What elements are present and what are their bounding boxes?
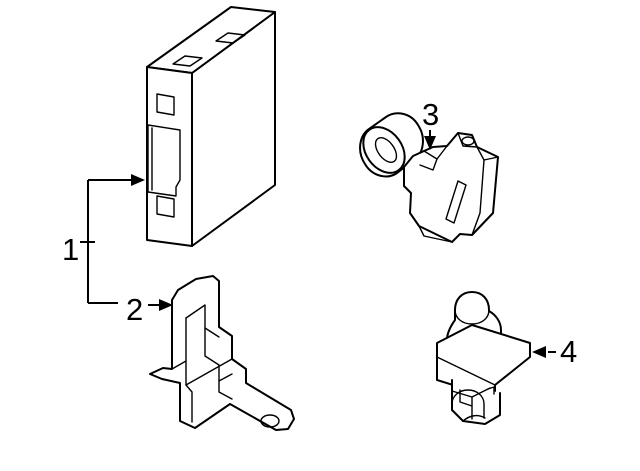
bracket-flange-fold-left (185, 317, 193, 423)
bracket-inner-step (218, 380, 233, 400)
callout-label-1: 1 (62, 232, 79, 267)
switch-underside-nub (451, 389, 485, 419)
antenna-side-edge (471, 159, 485, 236)
callout-1-leader (80, 174, 145, 304)
part-push-button-switch (436, 291, 531, 425)
switch-body-notch-right (487, 386, 495, 395)
bracket-edge-notch (171, 360, 187, 370)
antenna-lower-corner (409, 212, 420, 227)
callout-1-leader-line (80, 179, 143, 304)
module-slot-lower (156, 195, 175, 218)
part-control-module (146, 6, 276, 247)
antenna-face-slot (445, 180, 467, 224)
switch-flange-plate (436, 324, 531, 399)
bracket-flange-fold-mid (204, 327, 233, 382)
bracket-body-outline (149, 275, 295, 431)
module-top-vent-left (172, 55, 203, 67)
module-top-vent-right (215, 32, 246, 44)
switch-body-notch-left (459, 389, 473, 407)
module-connector-panel (147, 124, 181, 197)
bracket-flange-fold-top (185, 304, 220, 338)
antenna-tab-hole (461, 136, 475, 146)
antenna-coil-bore (374, 137, 398, 163)
callout-label-3: 3 (422, 97, 439, 132)
module-slot-upper (156, 93, 175, 116)
bracket-flange-fold-diag (185, 358, 233, 386)
antenna-housing-body (403, 132, 499, 243)
bracket-mounting-hole (260, 414, 280, 428)
callout-4-leader (532, 346, 556, 358)
callout-label-4: 4 (560, 334, 577, 369)
callout-3-arrow-head (424, 136, 436, 150)
antenna-lower-skirt (418, 225, 453, 243)
switch-body-edge-right (471, 387, 491, 398)
callout-3-leader (424, 130, 436, 150)
switch-underside-curve (462, 414, 486, 422)
switch-flange-top-edge (436, 356, 531, 386)
callout-2-arrow-head (159, 299, 173, 311)
callout-4-arrow-head (532, 346, 546, 358)
callout-2-leader (148, 299, 173, 311)
antenna-bevel-face (419, 158, 438, 171)
part-antenna-sensor (359, 112, 499, 243)
callout-1-arrow-head (131, 174, 145, 186)
part-mounting-bracket (149, 275, 295, 431)
callout-label-2: 2 (126, 292, 143, 327)
